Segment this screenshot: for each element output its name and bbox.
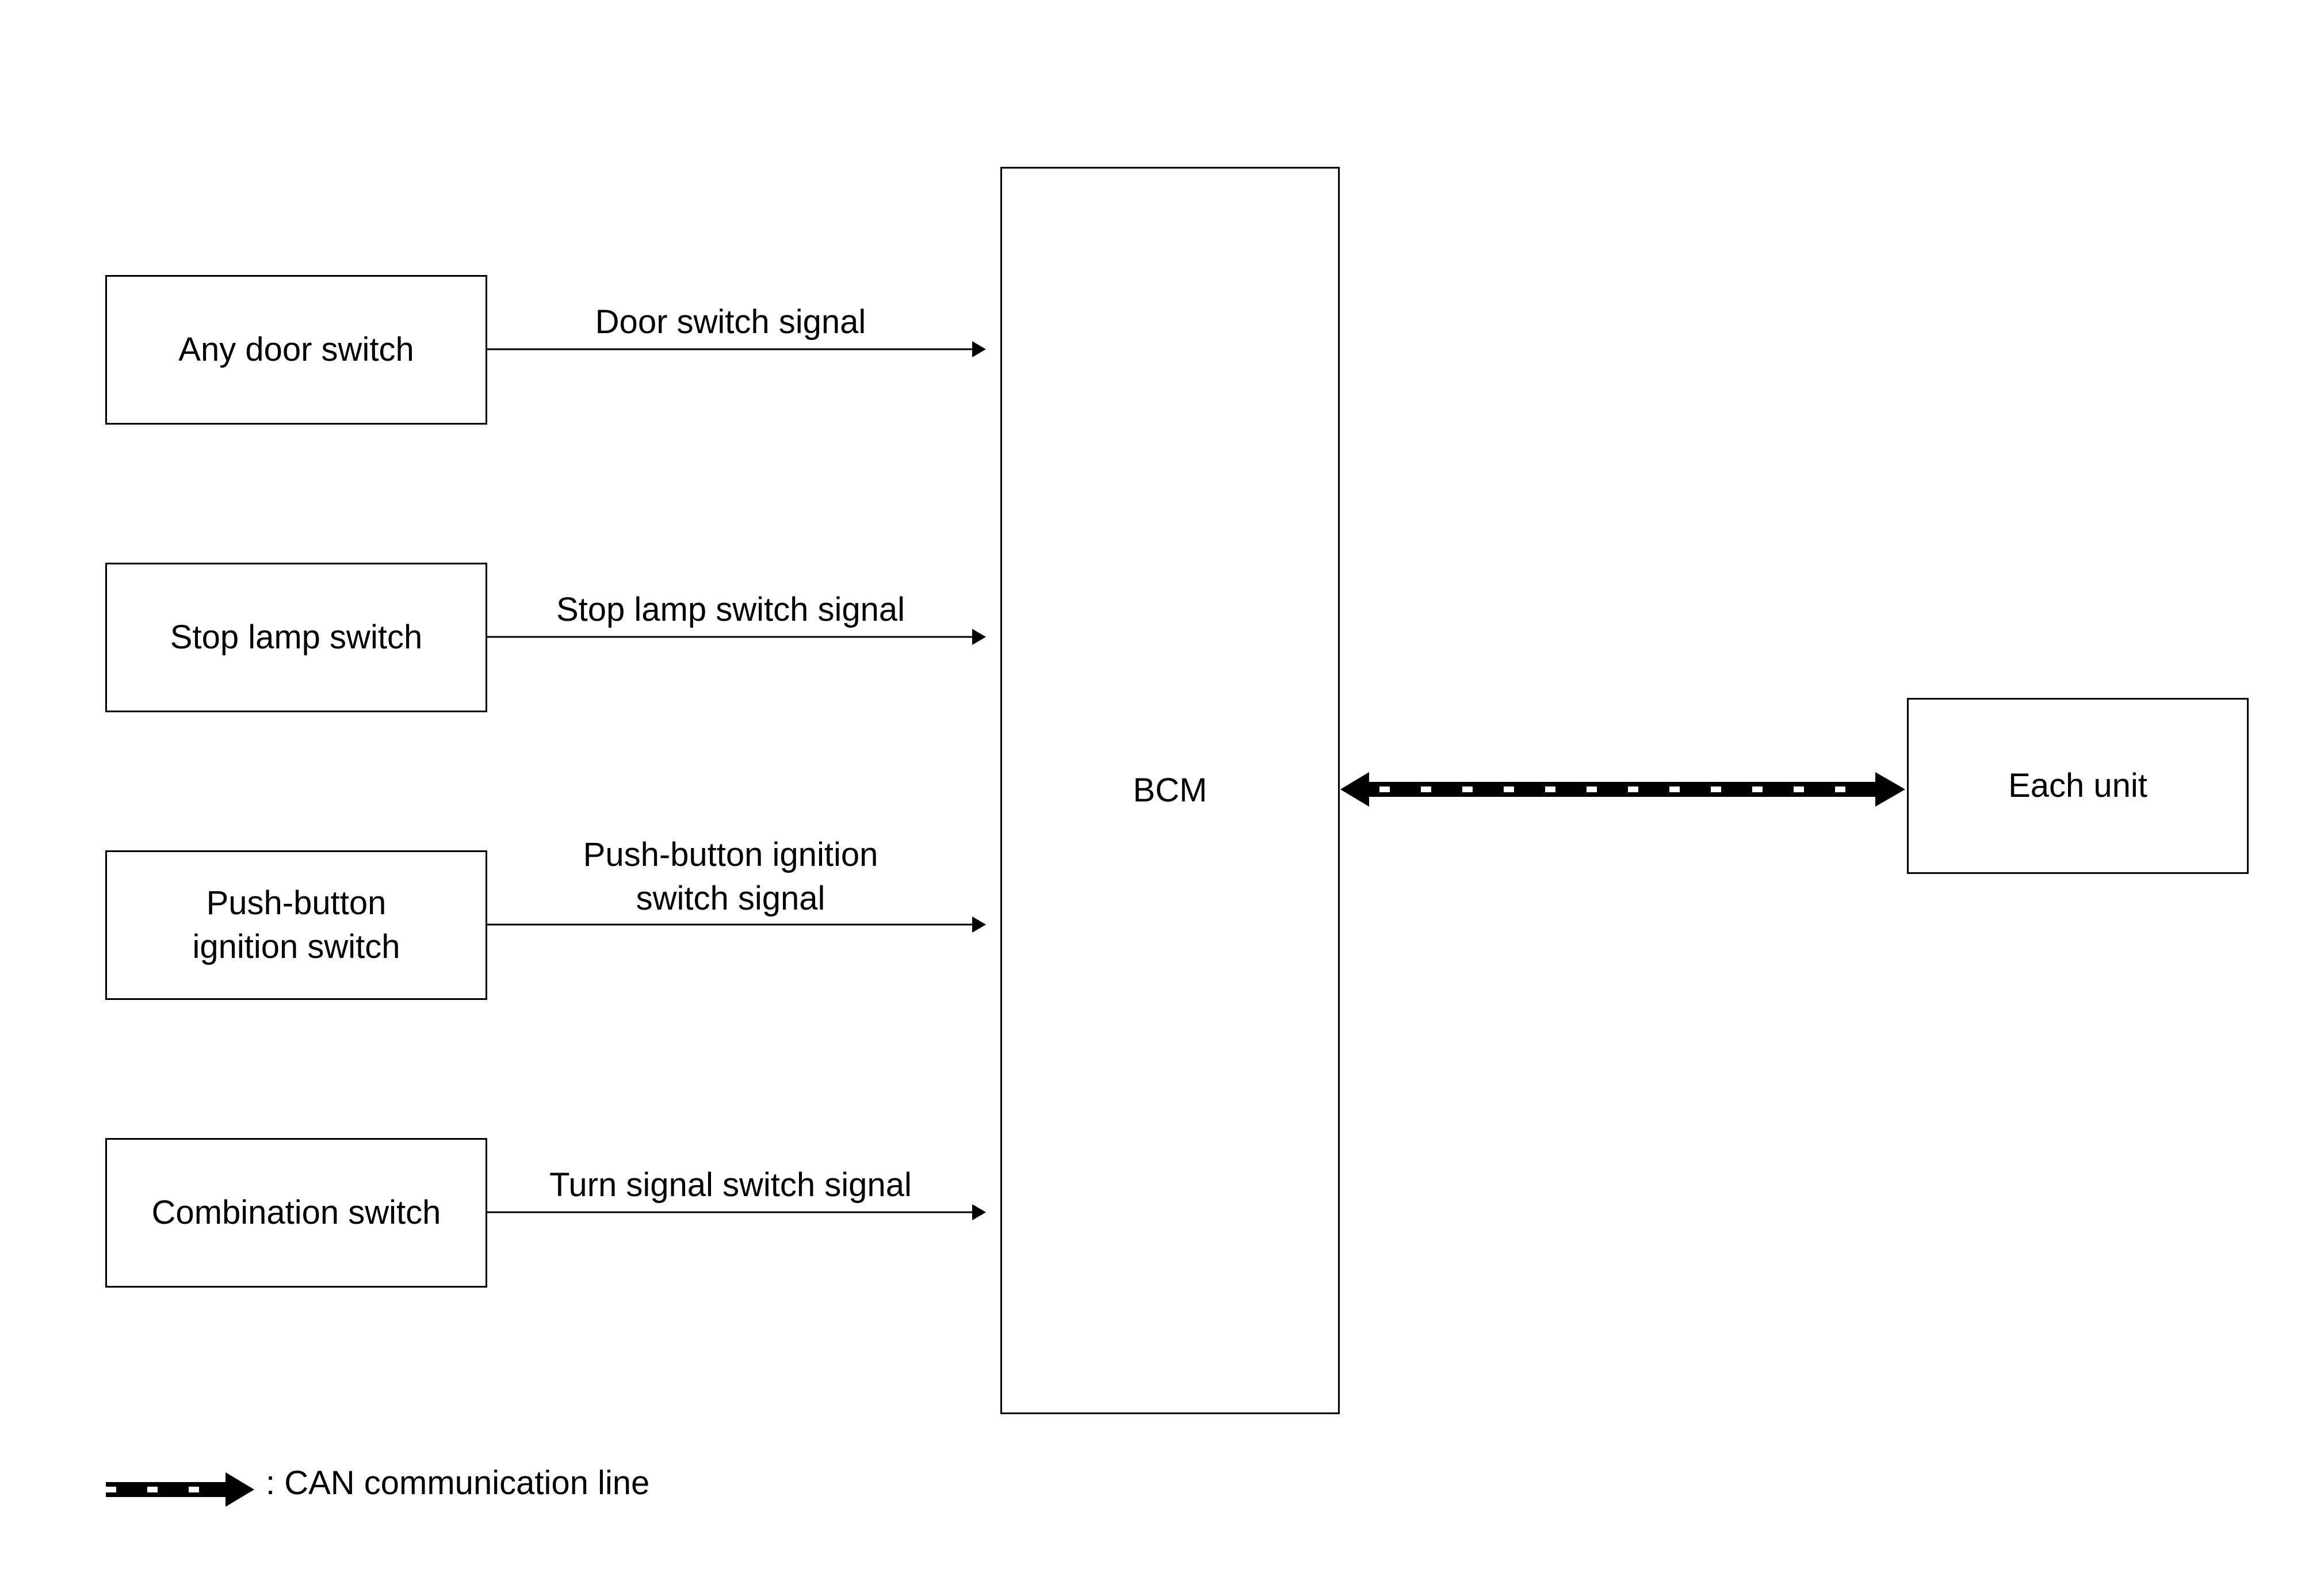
door-switch-signal-arrow [487,341,986,357]
push-button-ignition-switch-box: Push-button ignition switch [105,850,487,1000]
bcm-box: BCM [1000,167,1340,1414]
stop-lamp-switch-label: Stop lamp switch [170,618,423,656]
legend-can-communication-line-text: : CAN communication line [266,1464,650,1502]
any-door-switch-box: Any door switch [105,275,487,425]
turn-signal-switch-signal-arrow [487,1204,986,1220]
combination-switch-label: Combination switch [151,1194,441,1231]
turn-signal-switch-signal-label: Turn signal switch signal [500,1163,961,1207]
push-button-ignition-signal-text-line-2: switch signal [636,880,825,917]
turn-signal-switch-signal-text: Turn signal switch signal [549,1166,912,1204]
each-unit-box: Each unit [1907,698,2249,874]
push-button-ignition-signal-text-line-1: Push-button ignition [583,836,878,873]
bcm-label: BCM [1133,772,1207,809]
stop-lamp-switch-box: Stop lamp switch [105,563,487,712]
push-button-ignition-switch-signal-label: Push-button ignition switch signal [500,833,961,921]
push-button-ignition-switch-signal-arrow [487,917,986,933]
any-door-switch-label: Any door switch [178,331,414,368]
stop-lamp-switch-signal-text: Stop lamp switch signal [556,591,905,628]
combination-switch-box: Combination switch [105,1138,487,1288]
can-communication-line [1340,772,1905,807]
legend-can-line-sample [106,1472,254,1507]
push-button-ignition-switch-label-line-2: ignition switch [192,928,400,965]
stop-lamp-switch-signal-arrow [487,629,986,645]
door-switch-signal-text: Door switch signal [595,303,866,341]
push-button-ignition-switch-label-line-1: Push-button [206,884,387,922]
door-switch-signal-label: Door switch signal [500,300,961,344]
stop-lamp-switch-signal-label: Stop lamp switch signal [500,588,961,632]
each-unit-label: Each unit [2008,767,2147,804]
